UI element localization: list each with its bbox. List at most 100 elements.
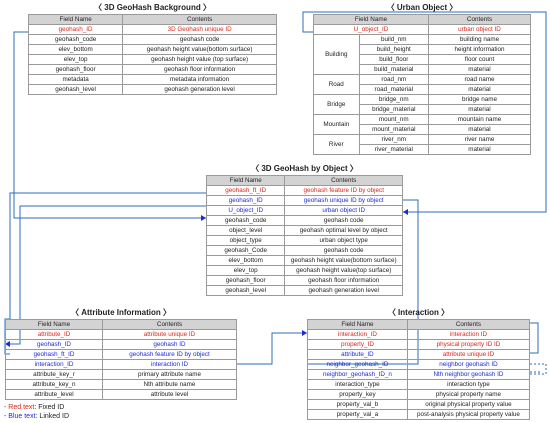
field-name-cell: geohash_ft_ID [205,185,286,196]
field-name-cell: build_material [358,64,430,75]
contents-cell: attribute unique ID [406,349,531,360]
field-name-cell: geohash_code [27,34,124,45]
contents-cell: geohash code [122,34,277,45]
contents-cell: geohash height value(bottom surface) [122,44,277,55]
contents-cell: building name [428,34,531,45]
field-name-cell: neighbor_geohash_ID_n [307,369,408,380]
field-name-cell: geohash_ID [27,24,124,35]
contents-cell: geohash feature ID by object [102,349,237,360]
field-name-cell: bridge_nm [358,94,430,105]
contents-cell: physical property ID ID [406,339,531,350]
legend-fixed-id: - Red text: Fixed ID [4,404,64,411]
field-name-cell: geohash_level [205,285,286,296]
field-name-cell: elev_bottom [27,44,124,55]
interaction-block: 〈 Interaction 〉 Field Name Contents inte… [307,307,531,420]
header-field-name: Field Name [307,319,408,330]
contents-cell: geohash floor information [122,64,277,75]
field-name-cell: bridge_material [358,104,430,115]
field-name-cell: property_val_a [307,409,408,420]
field-name-cell: river_material [358,144,430,155]
link-interaction-neighbor-dashed [530,363,547,375]
field-name-cell: metadata [27,74,124,85]
group-name-cell: Bridge [313,94,360,115]
contents-cell: neighbor geohash ID [406,359,531,370]
contents-cell: road name [428,74,531,85]
header-field-name: Field Name [205,175,286,186]
contents-cell: river name [428,134,531,145]
urban-object-block: 〈 Urban Object 〉 Field Name Contents U_o… [313,2,531,155]
field-name-cell: U_object_ID [313,24,429,35]
header-field-name: Field Name [27,14,124,25]
contents-cell: urban object type [284,235,403,246]
legend-blue-text: Blue text [8,413,36,420]
geohash-by-object-title: 〈 3D GeoHash by Object 〉 [251,164,358,173]
field-name-cell: geohash_code [205,215,286,226]
contents-cell: interaction type [406,379,531,390]
field-name-cell: build_nm [358,34,430,45]
contents-cell: attribute level [102,389,237,400]
group-name-cell: Building [313,34,360,75]
contents-cell: urban object ID [428,24,531,35]
field-name-cell: elev_top [27,54,124,65]
contents-cell: geohash floor information [284,275,403,286]
contents-cell: original physical property value [406,399,531,410]
field-name-cell: geohash_level [27,84,124,95]
field-name-cell: geohash_floor [205,275,286,286]
field-name-cell: attribute_key_n [4,379,104,390]
field-name-cell: geohash_Code [205,245,286,256]
link-geohash-id-to-byobject [13,31,206,219]
field-name-cell: property_key [307,389,408,400]
contents-cell: geohash code [284,215,403,226]
field-name-cell: interaction_ID [307,329,408,340]
field-name-cell: geohash_ID [205,195,286,206]
contents-cell: mountain name [428,114,531,125]
legend-blue-desc: : Linked ID [35,413,69,420]
field-name-cell: object_type [205,235,286,246]
field-name-cell: interaction_ID [4,359,104,370]
field-name-cell: elev_top [205,265,286,276]
interaction-title: 〈 Interaction 〉 [387,308,450,317]
geohash-background-title: 〈 3D GeoHash Background 〉 [94,3,211,12]
legend-red-text: Red text [8,404,35,411]
contents-cell: geohash height value (top surface) [122,54,277,65]
contents-cell: Nth attribute name [102,379,237,390]
contents-cell: material [428,124,531,135]
contents-cell: material [428,144,531,155]
header-contents: Contents [102,319,237,330]
contents-cell: geohash generation level [284,285,403,296]
contents-cell: attribute unique ID [102,329,237,340]
field-name-cell: mount_material [358,124,430,135]
contents-cell: post-analysis physical property value [406,409,531,420]
header-field-name: Field Name [313,14,429,25]
